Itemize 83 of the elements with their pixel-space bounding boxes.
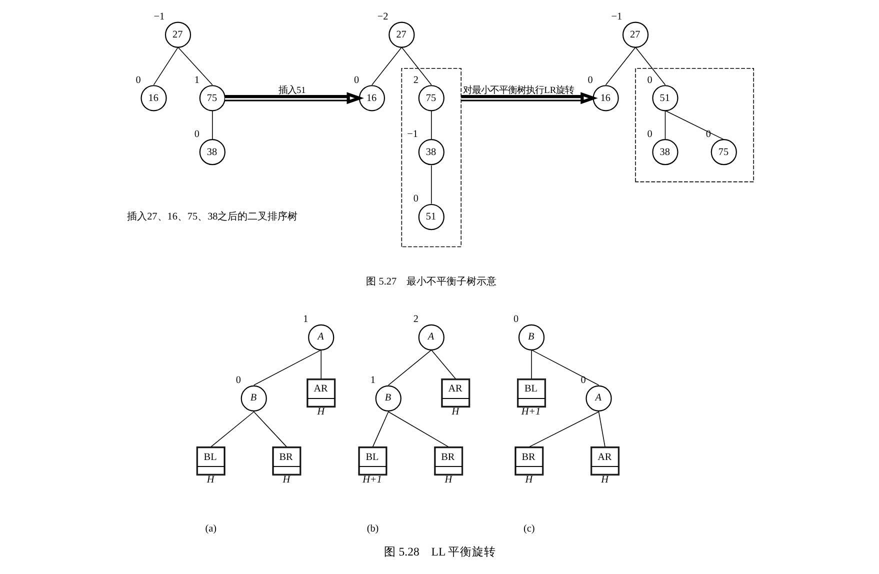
connector — [664, 110, 666, 140]
node-circle: A — [585, 385, 612, 412]
node-circle: B — [374, 385, 401, 412]
node-label: −1 — [406, 128, 418, 140]
node-circle: 27 — [388, 22, 414, 48]
arrow — [224, 92, 364, 104]
node-circle: 51 — [652, 85, 678, 112]
node-circle: 75 — [198, 85, 225, 112]
node-label: 0 — [705, 128, 710, 140]
node-circle: 38 — [198, 139, 225, 166]
node-label: 0 — [353, 74, 359, 86]
node-circle: 75 — [418, 85, 444, 112]
node-circle: 38 — [652, 139, 678, 166]
node-circle: 16 — [140, 85, 166, 112]
connector — [664, 110, 724, 140]
node-circle: 16 — [358, 85, 385, 112]
edge-label: 对最小不平衡树执行LR旋转 — [462, 86, 574, 96]
connector — [430, 350, 456, 380]
node-label: 0 — [194, 128, 200, 140]
connector — [598, 411, 605, 448]
connector — [210, 411, 254, 448]
node-circle: B — [518, 324, 544, 350]
node-label: H — [600, 474, 608, 486]
node-label: 1 — [302, 314, 308, 326]
node-circle: 51 — [418, 204, 444, 230]
node-label: H — [316, 406, 324, 418]
node-label: 0 — [587, 74, 592, 86]
node-circle: 27 — [164, 22, 191, 48]
node-label: H — [444, 474, 452, 486]
node-label: 0 — [513, 314, 518, 326]
node-label: −1 — [153, 11, 164, 22]
node-label: 2 — [412, 74, 418, 86]
node-label: 0 — [580, 375, 586, 386]
arrow — [460, 92, 598, 104]
connector — [320, 350, 322, 380]
cluster — [634, 68, 754, 182]
node-label: −1 — [610, 11, 622, 22]
node-label: H — [451, 406, 459, 418]
node-circle: 16 — [592, 85, 618, 112]
connector — [152, 46, 178, 86]
connector — [430, 110, 432, 140]
node-label: H — [206, 474, 214, 486]
node-label: 0 — [646, 128, 652, 140]
connector — [530, 350, 599, 386]
label: (c) — [523, 524, 534, 535]
node-label: 2 — [412, 314, 418, 326]
connector — [634, 46, 666, 86]
node-label: 0 — [135, 74, 140, 86]
node-label: 1 — [194, 74, 200, 86]
node-circle: 27 — [622, 22, 648, 48]
connector — [372, 411, 388, 448]
connector — [530, 350, 532, 380]
connector — [388, 350, 432, 386]
node-label: −2 — [376, 11, 388, 22]
connector — [604, 46, 636, 86]
connector — [528, 411, 599, 448]
node-label: H+1 — [362, 474, 382, 486]
node-circle: 75 — [710, 139, 736, 166]
connector — [400, 46, 432, 86]
label: (a) — [204, 524, 216, 535]
connector — [252, 411, 287, 448]
node-circle: A — [418, 324, 444, 350]
cluster — [400, 68, 461, 248]
node-label: 0 — [646, 74, 652, 86]
node-circle: A — [308, 324, 334, 350]
connector — [177, 46, 212, 86]
connector — [388, 411, 448, 448]
label: 插入27、16、75、38之后的二叉排序树 — [126, 212, 298, 223]
connector — [252, 350, 322, 386]
node-label: H — [524, 474, 532, 486]
node-circle: B — [240, 385, 266, 412]
label: (b) — [366, 524, 378, 535]
node-label: H — [282, 474, 290, 486]
edge-label: 插入51 — [278, 86, 306, 96]
node-circle: 38 — [418, 139, 444, 166]
node-label: 0 — [412, 194, 418, 205]
caption: 图 5.28 LL 平衡旋转 — [383, 546, 496, 559]
node-label: H+1 — [520, 406, 540, 418]
node-label: 1 — [370, 375, 375, 386]
connector — [430, 165, 432, 204]
connector — [371, 46, 402, 86]
label: 图 5.27 最小不平衡子树示意 — [366, 276, 496, 288]
node-label: 0 — [235, 375, 240, 386]
